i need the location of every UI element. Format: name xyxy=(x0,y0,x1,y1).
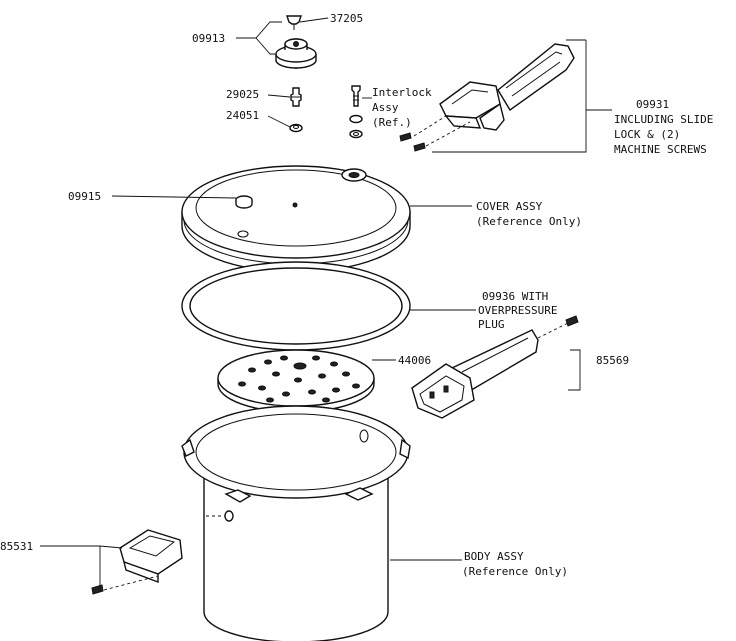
label-85531: 85531 xyxy=(0,540,34,553)
label-44006: 44006 xyxy=(398,354,432,367)
body-assy xyxy=(181,405,411,641)
leader-lines xyxy=(40,17,612,590)
regulator-cap-37205 xyxy=(286,15,302,30)
vent-nut-24051 xyxy=(289,123,303,133)
label-cover-line2: (Reference Only) xyxy=(476,215,582,228)
body-handle-85569 xyxy=(411,315,579,419)
label-24051: 24051 xyxy=(226,109,260,122)
label-09931-line1: 09931 xyxy=(636,98,670,111)
label-body-line1: BODY ASSY xyxy=(464,550,524,563)
cover-assy xyxy=(181,165,411,273)
label-gasket-line1: 09936 WITH xyxy=(482,290,549,303)
helper-handle-85531 xyxy=(91,529,183,595)
pressure-regulator-09913 xyxy=(275,38,317,69)
interlock-assy xyxy=(349,85,363,139)
label-gasket-line2: OVERPRESSURE xyxy=(478,304,558,317)
sealing-ring-09936 xyxy=(181,261,411,351)
label-09931-line3: LOCK & (2) xyxy=(614,128,681,141)
label-09915: 09915 xyxy=(68,190,102,203)
label-cover-line1: COVER ASSY xyxy=(476,200,543,213)
label-37205: 37205 xyxy=(330,12,364,25)
label-interlock-line3: (Ref.) xyxy=(372,116,412,129)
label-85569: 85569 xyxy=(596,354,630,367)
label-09931-line2: INCLUDING SLIDE xyxy=(614,113,714,126)
label-interlock-line1: Interlock xyxy=(372,86,432,99)
label-29025: 29025 xyxy=(226,88,260,101)
label-09913: 09913 xyxy=(192,32,226,45)
label-09931-line4: MACHINE SCREWS xyxy=(614,143,707,156)
label-interlock-line2: Assy xyxy=(372,101,399,114)
label-body-line2: (Reference Only) xyxy=(462,565,568,578)
label-gasket-line3: PLUG xyxy=(478,318,505,331)
cooking-rack-44006 xyxy=(217,349,375,413)
cover-handle-09931 xyxy=(399,43,575,152)
vent-pipe-29025 xyxy=(290,87,302,107)
